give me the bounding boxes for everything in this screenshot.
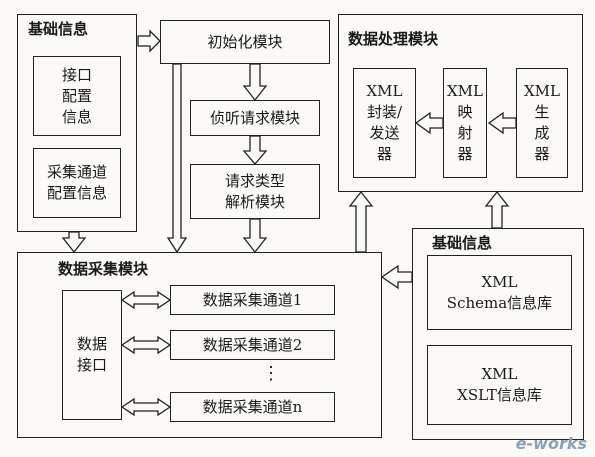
xml-packager-line-1: XML [366,82,403,100]
channel-config-box: 采集通道 配置信息 [33,148,121,218]
watermark-logo: e-works [515,434,587,453]
interface-config-line-1: 接口 [61,65,92,84]
schema-lib-box: XML Schema信息库 [427,255,572,330]
interface-config-line-3: 信息 [61,107,92,126]
xml-mapper-line-1: XML [447,82,483,100]
arrow-basicright-to-processing [484,190,510,229]
basic-info-left-title: 基础信息 [28,20,89,38]
xml-generator-line-3: 成 [534,124,550,142]
xml-mapper-line-4: 器 [457,145,473,163]
xml-packager-line-4: 器 [376,145,392,163]
xslt-lib-line-2: XSLT信息库 [457,386,542,404]
xslt-lib-line-1: XML [481,365,518,383]
data-processing-title: 数据处理模块 [348,30,439,48]
arrow-collection-to-processing [348,190,374,253]
interface-config-box: 接口 配置 信息 [33,56,121,136]
xml-generator-line-1: XML [524,82,560,100]
channel-1-label: 数据采集通道1 [202,290,303,309]
parse-module-line-1: 请求类型 [224,171,285,190]
data-interface-box: 数据 接口 [62,290,122,420]
channel-2-label: 数据采集通道2 [202,335,303,354]
parse-module-line-2: 解析模块 [224,192,285,211]
arrow-listen-to-parse [242,135,268,166]
channel-1-box: 数据采集通道1 [170,285,335,315]
arrow-parse-to-collection [242,218,268,254]
arrow-basicright-to-collection [380,264,413,290]
arrow-basic-to-init [137,29,161,53]
xml-mapper-box: XML 映 射 器 [443,68,487,178]
xml-mapper-line-3: 射 [457,124,473,142]
channel-ellipsis: ⋮ [262,363,280,384]
xml-packager-line-2: 封装/ [366,103,403,121]
listen-module-box: 侦听请求模块 [190,100,320,136]
basic-info-right-title: 基础信息 [432,234,493,252]
arrow-init-to-collection [166,63,188,254]
channel-config-line-2: 配置信息 [46,184,107,202]
init-module-box: 初始化模块 [160,20,330,64]
channel-n-box: 数据采集通道n [170,392,335,422]
channel-2-box: 数据采集通道2 [170,330,335,360]
parse-module-box: 请求类型 解析模块 [190,164,320,219]
schema-lib-line-1: XML [481,272,518,291]
channel-config-line-1: 采集通道 [46,163,107,181]
data-interface-line-1: 数据 [76,335,107,353]
xml-packager-box: XML 封装/ 发送 器 [353,68,416,178]
xml-generator-line-4: 器 [534,145,550,163]
xml-packager-line-3: 发送 [369,124,400,142]
arrow-init-to-listen [242,63,268,102]
interface-config-line-2: 配置 [61,86,92,105]
xml-mapper-line-2: 映 [457,103,473,121]
xslt-lib-box: XML XSLT信息库 [427,345,572,425]
data-interface-line-2: 接口 [76,356,107,374]
schema-lib-line-2: Schema信息库 [446,293,553,312]
data-collection-title: 数据采集模块 [58,260,149,278]
arrow-basic-to-collection [61,231,87,254]
listen-module-label: 侦听请求模块 [209,108,300,127]
init-module-label: 初始化模块 [207,32,283,51]
channel-n-label: 数据采集通道n [202,397,303,416]
xml-generator-box: XML 生 成 器 [516,68,568,178]
xml-generator-line-2: 生 [534,103,550,121]
